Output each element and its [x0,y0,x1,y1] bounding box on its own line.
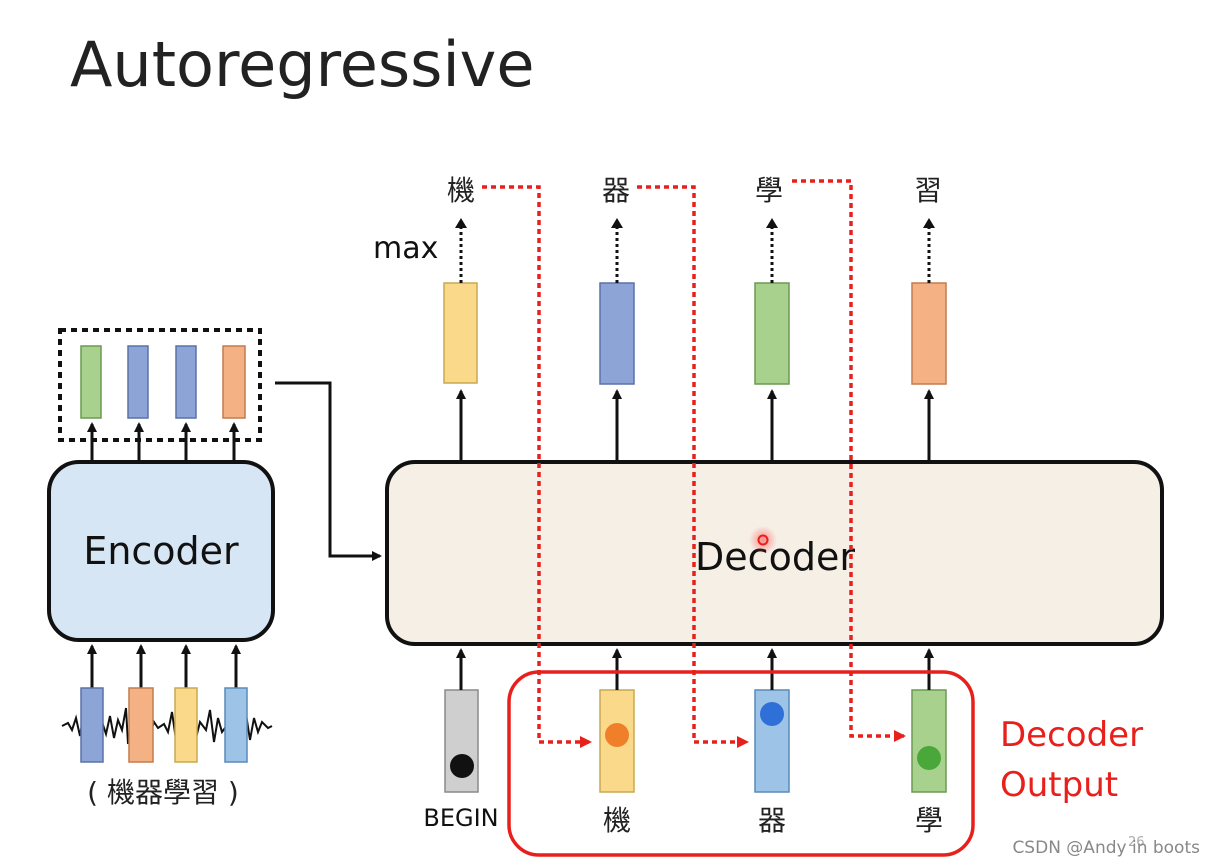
token-dot [760,702,784,726]
decoder-output-highlight [507,670,975,857]
max-label: max [373,231,438,266]
begin-label: BEGIN [423,804,498,832]
watermark: CSDN @Andy in boots [1012,838,1200,858]
feedback-arrow [482,185,592,748]
input-vector [128,687,154,763]
decoder-input-vector [911,689,947,793]
encoder-output-vector [175,345,197,419]
decoder-output-label: Decoder [1000,715,1143,755]
decoder-output-vector [754,282,790,385]
decoder-output-label: Output [1000,765,1118,805]
input-vector [224,687,248,763]
begin-token-dot [450,754,474,778]
feedback-arrow [792,179,906,742]
input-label: ( 機器學習 ) [87,776,239,809]
decoder-block [385,460,1164,646]
encoder-output-vector [127,345,149,419]
decoder-output-vector [443,282,478,384]
encoder-to-decoder-arrow [275,381,382,561]
output-token: 習 [914,174,942,207]
decoder-input-token: 學 [915,804,943,837]
output-token: 機 [447,174,475,207]
decoder-input-token: 機 [603,804,631,837]
input-vector [80,687,104,763]
input-vector [174,687,198,763]
encoder-output-vector [80,345,102,419]
encoder-block [47,460,275,642]
encoder-output-box [58,328,262,442]
encoder-output-vector [222,345,246,419]
encoder-label: Encoder [83,529,239,573]
slide-title: Autoregressive [70,28,535,101]
token-dot [917,746,941,770]
output-token: 學 [755,174,783,207]
feedback-arrow [637,185,749,748]
decoder-input-token: 器 [758,804,786,837]
cursor-dot [757,534,769,546]
decoder-output-vector [599,282,635,385]
page-number: 26 [1128,835,1145,850]
cursor-highlight [749,526,777,554]
decoder-output-vector [911,282,947,385]
output-token: 器 [602,174,630,207]
token-dot [605,723,629,747]
